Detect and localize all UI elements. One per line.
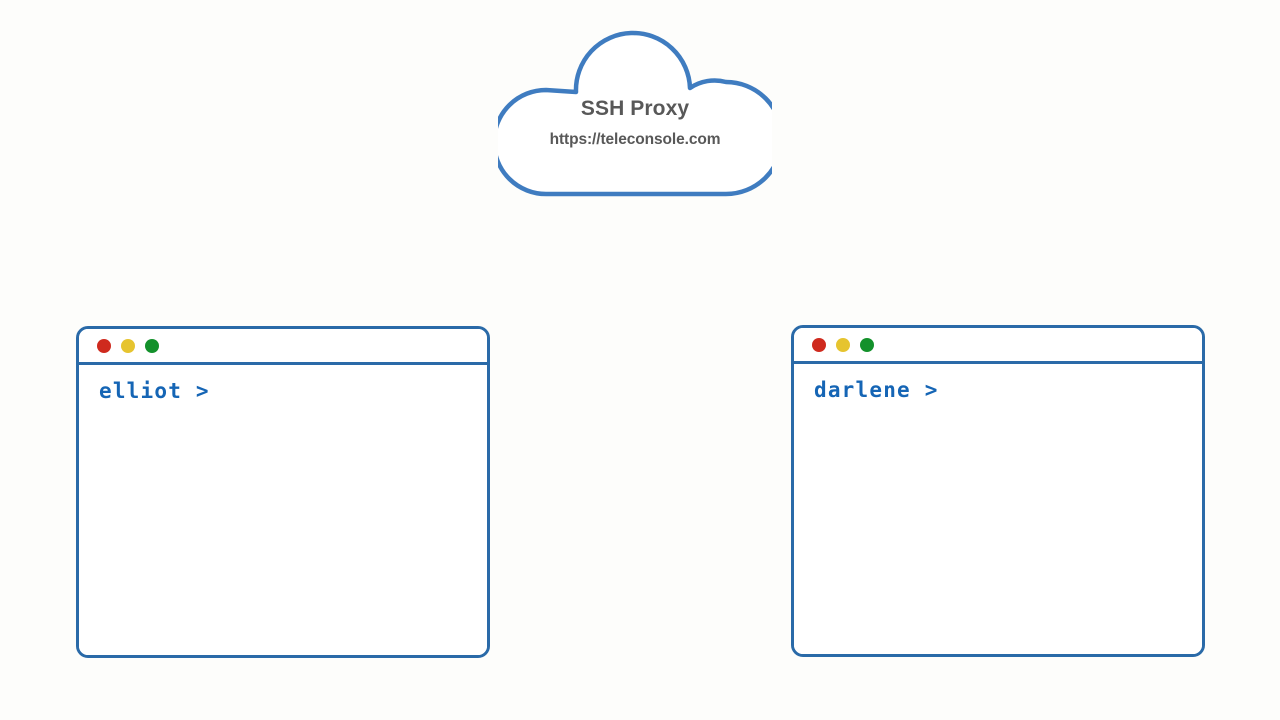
- terminal-prompt-elliot: elliot >: [99, 379, 210, 403]
- terminal-body-darlene[interactable]: darlene >: [794, 364, 1202, 654]
- minimize-icon[interactable]: [121, 338, 135, 353]
- terminal-titlebar-darlene[interactable]: [794, 328, 1202, 364]
- close-icon[interactable]: [97, 338, 111, 353]
- terminal-prompt-darlene: darlene >: [814, 378, 939, 402]
- close-icon[interactable]: [812, 337, 826, 352]
- terminal-body-elliot[interactable]: elliot >: [79, 365, 487, 655]
- terminal-window-elliot[interactable]: elliot >: [76, 326, 490, 658]
- minimize-icon[interactable]: [836, 337, 850, 352]
- terminal-titlebar-elliot[interactable]: [79, 329, 487, 365]
- cloud-icon: [498, 30, 772, 197]
- terminal-window-darlene[interactable]: darlene >: [791, 325, 1205, 657]
- maximize-icon[interactable]: [145, 338, 159, 353]
- maximize-icon[interactable]: [860, 337, 874, 352]
- ssh-proxy-cloud-node: SSH Proxy https://teleconsole.com: [498, 26, 772, 200]
